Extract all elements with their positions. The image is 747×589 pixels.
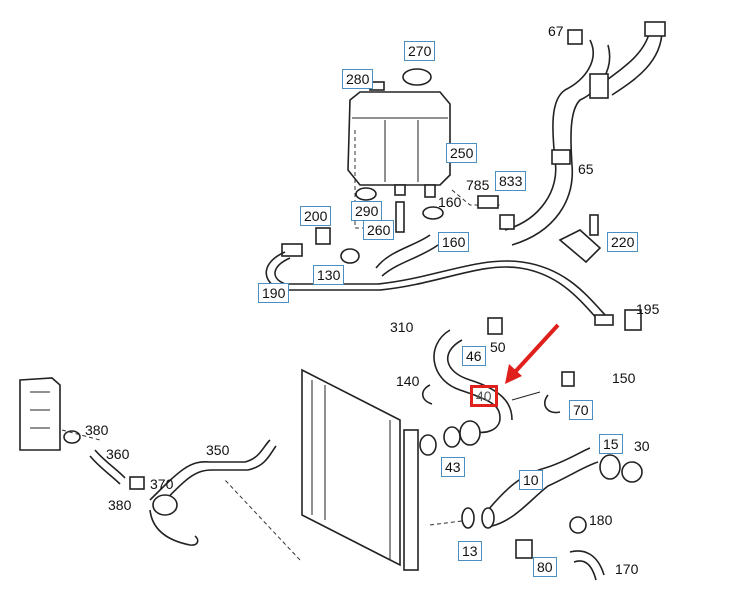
label-80: 80 xyxy=(533,557,557,577)
label-260: 260 xyxy=(363,220,395,240)
label-280: 280 xyxy=(342,69,374,89)
hose-10 xyxy=(461,447,643,581)
label-380-top: 380 xyxy=(85,422,109,438)
label-170: 170 xyxy=(615,561,639,577)
highlight-arrow xyxy=(505,323,560,384)
label-65: 65 xyxy=(578,161,594,177)
label-10: 10 xyxy=(519,470,543,490)
clip-70 xyxy=(511,371,575,414)
label-200: 200 xyxy=(300,206,332,226)
label-310: 310 xyxy=(390,319,414,335)
label-370: 370 xyxy=(150,476,174,492)
label-40-highlighted: 40 xyxy=(470,385,498,407)
label-150: 150 xyxy=(612,370,636,386)
label-190: 190 xyxy=(258,283,290,303)
label-30: 30 xyxy=(634,438,650,454)
label-785: 785 xyxy=(466,177,490,193)
label-160-upper: 160 xyxy=(438,194,462,210)
label-350: 350 xyxy=(206,442,230,458)
label-180: 180 xyxy=(589,512,613,528)
label-46: 46 xyxy=(462,346,486,366)
label-15: 15 xyxy=(599,434,623,454)
label-50: 50 xyxy=(490,339,506,355)
label-160-lower: 160 xyxy=(438,232,470,252)
label-130: 130 xyxy=(313,265,345,285)
clip-220 xyxy=(558,214,602,264)
auxiliary-group xyxy=(19,377,277,546)
vent-line-190 xyxy=(265,251,642,331)
label-290: 290 xyxy=(351,201,383,221)
upper-hose-65 xyxy=(504,21,666,246)
label-67: 67 xyxy=(548,23,564,39)
label-195: 195 xyxy=(636,301,660,317)
label-140: 140 xyxy=(396,373,420,389)
label-43: 43 xyxy=(441,457,465,477)
label-360: 360 xyxy=(106,446,130,462)
tank-fittings xyxy=(281,187,515,277)
label-380-bottom: 380 xyxy=(108,497,132,513)
label-220: 220 xyxy=(607,232,639,252)
label-250: 250 xyxy=(446,143,478,163)
label-833: 833 xyxy=(495,171,527,191)
hose-40 xyxy=(421,317,513,448)
radiator xyxy=(224,368,471,571)
label-70: 70 xyxy=(569,400,593,420)
label-13: 13 xyxy=(458,541,482,561)
label-270: 270 xyxy=(404,41,436,61)
